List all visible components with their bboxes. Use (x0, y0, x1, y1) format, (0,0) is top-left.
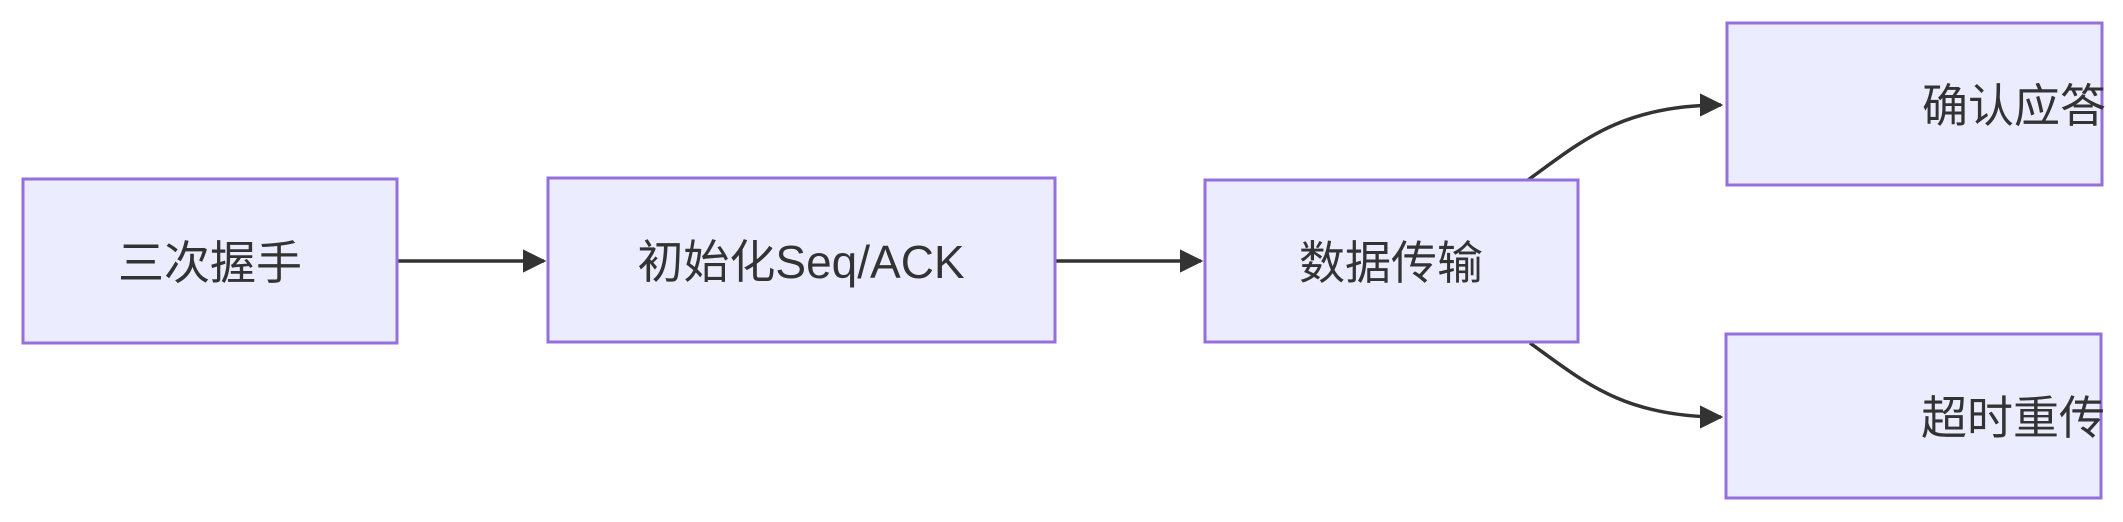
node-box (21, 177, 399, 345)
node-box (1203, 178, 1580, 344)
node-init-seq-ack: 初始化Seq/ACK (546, 176, 1057, 344)
node-box (1724, 332, 2103, 500)
edge-layer (397, 93, 1724, 429)
node-label: 超时重传 (1921, 392, 2105, 444)
node-ack-response: 确认应答 (1725, 21, 2106, 187)
node-timeout-retransmit: 超时重传 (1724, 332, 2105, 500)
node-box (546, 176, 1057, 344)
node-label: 三次握手 (118, 237, 302, 289)
edge-data-transfer-to-timeout-retransmit (1528, 341, 1724, 429)
node-data-transfer: 数据传输 (1203, 178, 1580, 344)
node-label: 数据传输 (1299, 237, 1483, 289)
edge-data-transfer-to-ack-response (1526, 93, 1724, 182)
node-three-way-handshake: 三次握手 (21, 177, 399, 345)
node-label: 确认应答 (1922, 80, 2106, 132)
node-label: 初始化Seq/ACK (637, 236, 965, 288)
node-box (1725, 21, 2104, 187)
